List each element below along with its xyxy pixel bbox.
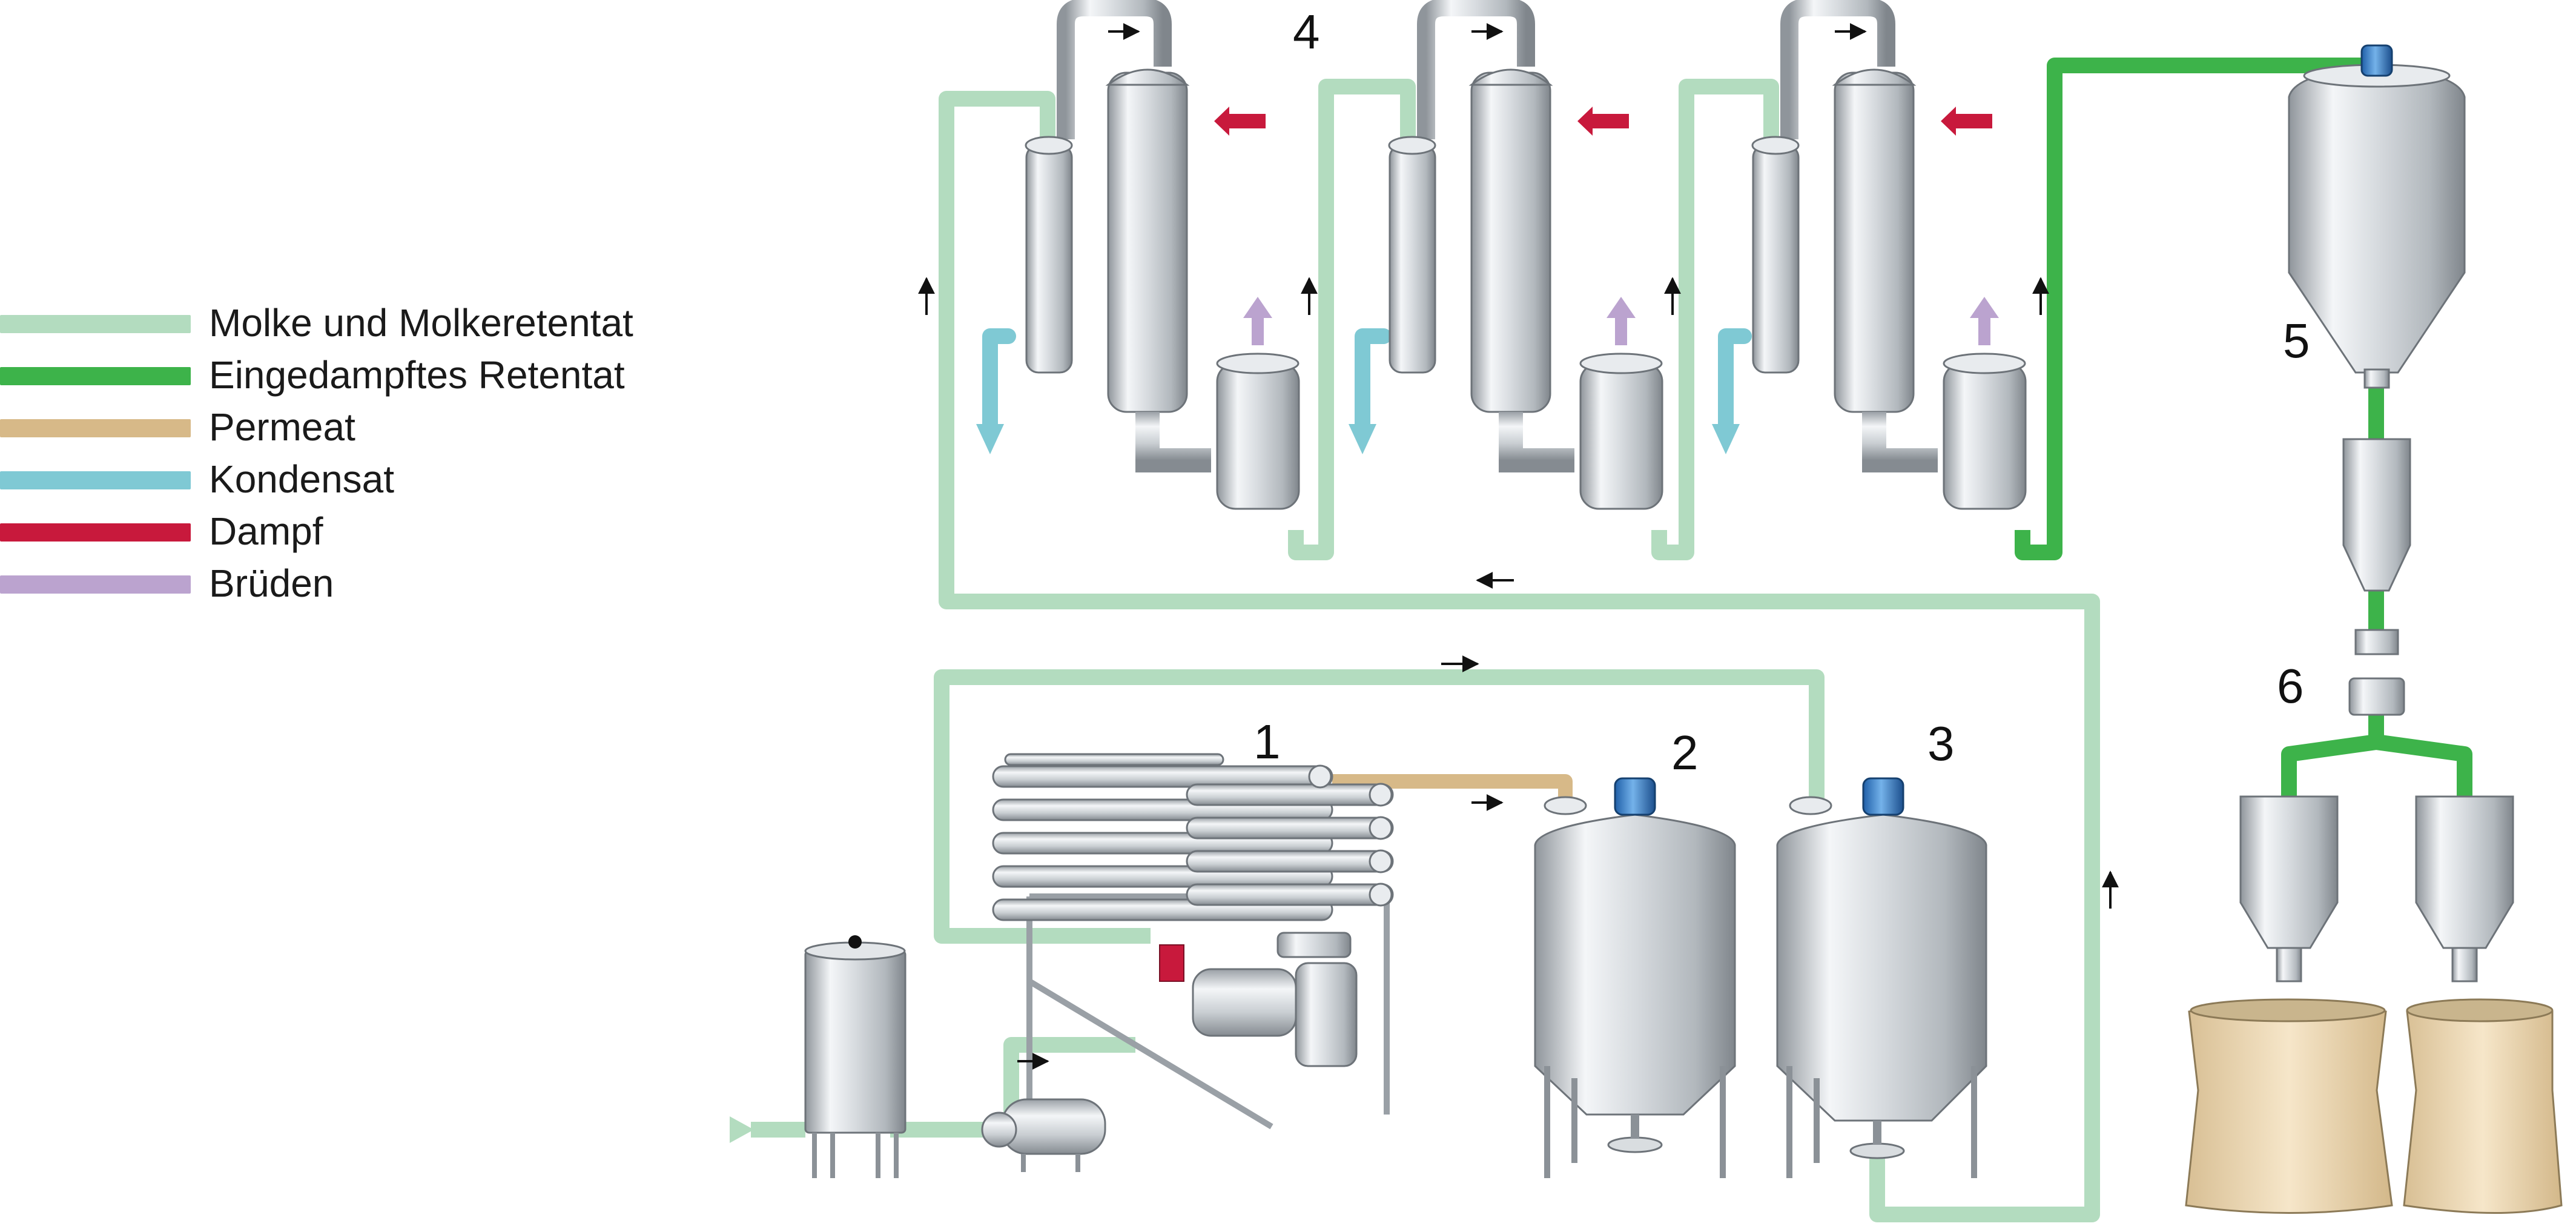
steam-arrows: [1214, 107, 1992, 136]
atomizer-icon: [2360, 44, 2393, 77]
legend-swatch-permeate: [0, 419, 191, 437]
legend-label-condensate: Kondensat: [209, 457, 395, 501]
spray-dryer: [2288, 44, 2466, 389]
feed-arrow: [730, 1116, 754, 1143]
balance-tank: [804, 935, 907, 1178]
powder-bag-left: [2185, 998, 2393, 1214]
callout-4: 4: [1293, 5, 1320, 59]
legend-item-permeate: Permeat: [0, 401, 751, 453]
uf-circulation-pump: [1192, 968, 1297, 1037]
condensate-pipe-1: [982, 328, 1016, 432]
legend-label-steam: Dampf: [209, 509, 323, 553]
legend-label-vapour: Brüden: [209, 561, 334, 605]
vapour-arrows: [1243, 297, 1999, 345]
legend-item-vapour: Brüden: [0, 557, 751, 609]
evap3-to-dryer-pipe: [2015, 58, 2365, 560]
legend-item-whey: Molke und Molkeretentat: [0, 297, 751, 349]
condensate-pipes: [982, 328, 1752, 432]
feed-pump: [981, 1098, 1106, 1172]
bag-filler-left: [2239, 795, 2339, 982]
evaporator-stage-3: [1751, 0, 2027, 510]
legend-swatch-condensate: [0, 471, 191, 489]
concentrate-pipes: [2015, 58, 2472, 800]
legend-label-permeate: Permeat: [209, 405, 355, 449]
legend-item-steam: Dampf: [0, 505, 751, 557]
retentate-tank-3: [1776, 777, 1987, 1178]
callout-3: 3: [1927, 717, 1955, 770]
legend: Molke und Molkeretentat Eingedampftes Re…: [0, 297, 751, 609]
callout-6: 6: [2277, 659, 2304, 713]
callout-2: 2: [1671, 726, 1699, 780]
legend-item-concentrate: Eingedampftes Retentat: [0, 349, 751, 401]
condensate-arrows: [976, 424, 1740, 454]
condensate-pipe-3: [1718, 328, 1752, 432]
uf-valve-indicator: [1159, 944, 1184, 982]
agitator-motor-icon: [1862, 777, 1904, 816]
flow-direction-arrows: [918, 23, 2119, 1070]
membrane-modules: [992, 753, 1394, 921]
permeate-pipe: [1332, 774, 1573, 800]
callout-5: 5: [2283, 314, 2310, 368]
tank3-to-evaporator-pipe: [939, 91, 2100, 1222]
evap1-to-evap2-pipe: [1288, 79, 1416, 560]
legend-label-whey: Molke und Molkeretentat: [209, 301, 633, 345]
legend-swatch-vapour: [0, 575, 191, 594]
diverter-valve: [2348, 629, 2405, 716]
evap2-to-evap3-pipe: [1651, 79, 1779, 560]
legend-swatch-whey: [0, 315, 191, 333]
legend-swatch-steam: [0, 523, 191, 542]
legend-swatch-concentrate: [0, 367, 191, 385]
legend-label-concentrate: Eingedampftes Retentat: [209, 353, 625, 397]
agitator-motor-icon: [1614, 777, 1656, 816]
callout-1: 1: [1253, 715, 1281, 769]
bag-filler-right: [2415, 795, 2514, 982]
valve-split-pipe: [2281, 715, 2472, 800]
legend-item-condensate: Kondensat: [0, 453, 751, 505]
evaporator-stage-1: [1025, 0, 1300, 510]
whey-pipes: [751, 79, 2100, 1222]
retentate-tank-2: [1534, 777, 1736, 1178]
powder-sifter: [2342, 438, 2411, 592]
powder-bag-right: [2403, 998, 2563, 1214]
uf-retentate-pipe: [934, 669, 1825, 944]
evaporator-stage-2: [1388, 0, 1663, 510]
pump-to-uf-pipe: [1003, 1037, 1135, 1115]
ultrafiltration-unit: [992, 753, 1394, 1130]
condensate-pipe-2: [1355, 328, 1392, 432]
